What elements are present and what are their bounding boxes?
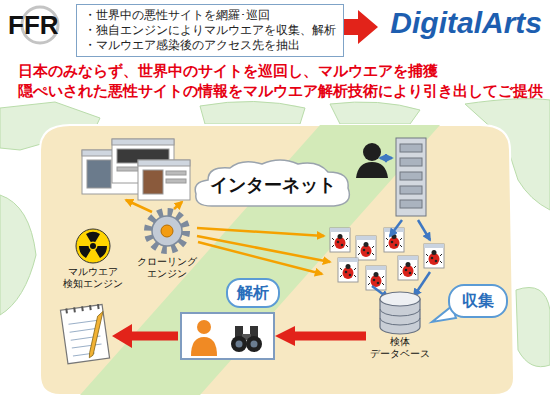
- server-rack-part: [400, 158, 422, 166]
- gear-icon-part-part: [148, 212, 186, 250]
- rad-icon-part-part: [79, 246, 91, 258]
- report-notepad-part: [66, 304, 98, 313]
- rad-icon-part: [76, 229, 110, 263]
- region-band-part: [80, 125, 440, 395]
- server-rack-part: [400, 200, 422, 208]
- icon-caption: 検体 データベース: [366, 336, 434, 360]
- rad-icon: [56, 226, 130, 266]
- website-screenshots-part: [138, 160, 190, 166]
- db-icon-part-part: [380, 292, 420, 306]
- world-map-part: [330, 102, 420, 124]
- malware-pages-part: [424, 244, 444, 268]
- report-notepad-part: [83, 311, 109, 357]
- analyst-icons-part: [231, 336, 247, 352]
- collect-arrows-part: [418, 220, 430, 240]
- bubble-label: 収集: [462, 291, 494, 312]
- world-map-part: [0, 195, 36, 315]
- rad-icon-part-part: [95, 246, 107, 258]
- collect-arrows: [372, 158, 430, 298]
- analyst-icons-part: [246, 336, 262, 352]
- website-screenshots: [82, 139, 190, 200]
- analyst-icons-part: [236, 341, 243, 348]
- server-rack-part: [396, 138, 426, 216]
- malware-pages-part: [338, 258, 358, 282]
- malware-pages-part: [356, 236, 376, 260]
- website-screenshots-part: [112, 139, 174, 145]
- crawl-arrows-part: [126, 200, 152, 212]
- gear-icon: [130, 206, 204, 256]
- website-screenshots-part: [138, 160, 190, 200]
- analysis-box: 解析: [180, 312, 275, 360]
- analyst-icons-part: [191, 337, 217, 356]
- gear-icon-part-part: [161, 225, 173, 237]
- internet-cloud: インターネット: [190, 158, 355, 212]
- feature-box: ・世界中の悪性サイトを網羅･巡回・独自エンジンによりマルウエアを収集、解析・マル…: [76, 4, 344, 57]
- db-icon-part: [380, 292, 420, 334]
- feature-line: ・マルウエア感染後のアクセス先を抽出: [84, 38, 336, 53]
- crawl-arrows-part: [198, 242, 322, 274]
- feature-line: ・独自エンジンによりマルウエアを収集、解析: [84, 23, 336, 38]
- gear-icon-part-part: [152, 216, 182, 246]
- cloud-shape-part: [195, 160, 349, 206]
- website-screenshots-part: [166, 171, 186, 175]
- collect-arrows-part: [414, 272, 430, 296]
- icon-caption: マルウエア 検知エンジン: [56, 266, 130, 290]
- logo-text: DigitalArts: [390, 6, 542, 40]
- website-screenshots-part: [87, 160, 111, 188]
- feature-line: ・世界中の悪性サイトを網羅･巡回: [84, 8, 336, 23]
- server-rack-part: [400, 186, 422, 194]
- red-arrow: [112, 324, 178, 348]
- malware-pages-part: [330, 228, 350, 252]
- rad-icon-part-part: [86, 232, 100, 242]
- gear-icon-part: [148, 212, 186, 250]
- cloud-label: インターネット: [210, 173, 336, 197]
- analyst-icons-part: [197, 320, 211, 334]
- attacker-figure-part: [363, 143, 381, 161]
- analyst-icons: [182, 314, 273, 358]
- bubble-label: 解析: [226, 278, 280, 308]
- server-rack-part: [400, 144, 422, 152]
- logo-text: FFR: [8, 10, 59, 41]
- flow-arrow: [295, 332, 366, 341]
- detection-engine: マルウエア 検知エンジン: [56, 226, 130, 290]
- sample-database: 検体 データベース: [366, 290, 434, 360]
- website-screenshots-part: [143, 170, 163, 194]
- db-icon-part-part: [380, 309, 420, 325]
- malware-pages-part: [366, 266, 386, 290]
- attacker-figure: [356, 143, 388, 178]
- malware-pages-part: [398, 256, 418, 280]
- world-map-part: [516, 288, 550, 367]
- analyst-icons-part: [251, 341, 258, 348]
- server-rack: [396, 138, 426, 216]
- collect-bubble: 収集: [448, 284, 508, 318]
- crawl-arrows-part: [174, 202, 182, 209]
- report-notepad-part: [60, 304, 109, 363]
- rad-icon-part-part: [90, 243, 96, 249]
- world-map-part: [200, 101, 305, 124]
- region-band: [80, 125, 440, 395]
- collect-arrows-part: [390, 220, 402, 236]
- server-rack-part: [400, 172, 422, 180]
- icon-caption: クローリング エンジン: [130, 256, 204, 280]
- website-screenshots-part: [166, 179, 186, 183]
- collect-arrows-part: [380, 157, 392, 160]
- malware-pages: [330, 228, 444, 290]
- rad-icon-part-part: [76, 229, 110, 263]
- db-icon: [366, 290, 434, 336]
- region-ground: [40, 125, 514, 395]
- crawling-engine: クローリング エンジン: [130, 206, 204, 280]
- headline: 隠ぺいされた悪性サイトの情報をマルウエア解析技術により引き出してご提供: [18, 82, 543, 101]
- report-notepad: [60, 303, 109, 363]
- attacker-figure-part: [356, 162, 388, 178]
- crawl-arrows-part: [197, 228, 324, 236]
- headline: 日本のみならず、世界中のサイトを巡回し、マルウエアを捕獲: [18, 62, 438, 81]
